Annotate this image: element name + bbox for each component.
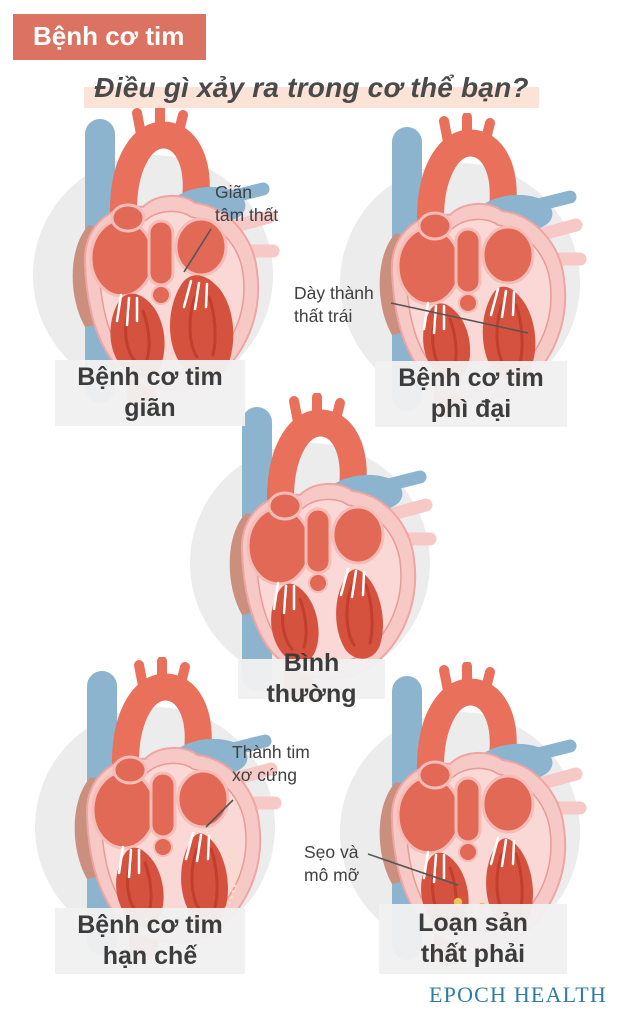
brand-epoch-health: EPOCH HEALTH xyxy=(429,982,607,1007)
caption-hypertrophic: Bệnh cơ tim phì đại xyxy=(375,361,567,427)
annotation-dilated-ventricle: Giãn tâm thất xyxy=(215,182,279,225)
heart-illustration-dilated xyxy=(25,105,285,415)
caption-normal: Bình thường xyxy=(238,649,385,708)
heart-illustration-hypertrophic xyxy=(332,113,592,423)
annotation-thick-wall: Dày thành thất trái xyxy=(294,283,374,326)
page-title-text: Điều gì xảy ra trong cơ thể bạn? xyxy=(84,72,539,108)
category-badge: Bệnh cơ tim xyxy=(13,14,207,60)
annotation-stiff-wall: Thành tim xơ cứng xyxy=(232,742,310,785)
caption-arvd: Loạn sản thất phải xyxy=(379,904,567,974)
heart-illustration-normal xyxy=(182,393,442,703)
caption-restrictive: Bệnh cơ tim hạn chế xyxy=(55,908,245,974)
page-title: Điều gì xảy ra trong cơ thể bạn? xyxy=(0,72,623,108)
annotation-scar-fat: Sẹo và mô mỡ xyxy=(304,842,360,885)
caption-dilated: Bệnh cơ tim giãn xyxy=(55,360,245,426)
